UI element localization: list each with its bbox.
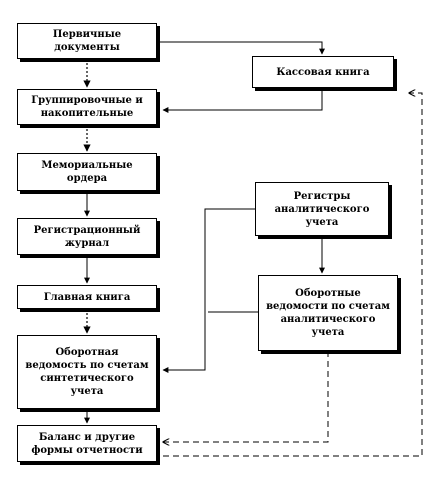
edge-balance-to-cashbook bbox=[163, 93, 423, 457]
node-primary-documents: Первичные документы bbox=[17, 23, 157, 59]
node-turnover-analytic: Оборотные ведомости по счетам аналитичес… bbox=[258, 275, 398, 351]
node-general-ledger: Главная книга bbox=[17, 285, 157, 309]
node-balance-reporting: Баланс и другие формы отчетности bbox=[17, 425, 157, 462]
node-cash-book: Кассовая книга bbox=[252, 56, 394, 88]
edge-registers-to-turnover-synthetic bbox=[162, 208, 255, 373]
node-grouping-accumulative: Группировочные и накопительные bbox=[17, 89, 157, 125]
edge-cashbook-to-grouping bbox=[162, 88, 323, 113]
edge-turnover-analytic-to-balance bbox=[163, 351, 329, 442]
node-registers-analytic: Регистры аналитического учета bbox=[255, 182, 389, 236]
node-turnover-synthetic: Оборотная ведомость по счетам синтетичес… bbox=[17, 335, 157, 409]
node-registration-journal: Регистрационный журнал bbox=[17, 218, 157, 255]
edge-primary-to-cashbook bbox=[157, 41, 325, 55]
node-memorial-orders: Мемориальные ордера bbox=[17, 153, 157, 191]
